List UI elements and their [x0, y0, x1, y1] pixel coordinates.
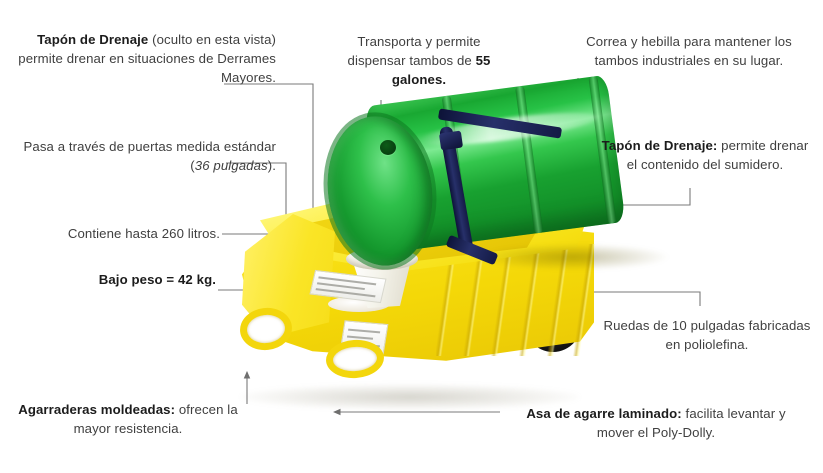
callout-wheels: Ruedas de 10 pulgadas fabricadas en poli… [600, 316, 814, 354]
green-drum [314, 74, 668, 277]
callout-low-weight: Bajo peso = 42 kg. [20, 270, 216, 289]
callout-doorway-clearance-measure: 36 pulgadas [194, 158, 268, 173]
drum-contact-shadow [478, 244, 668, 270]
callout-drain-plug-hidden-text: (oculto en esta vista) permite drenar en… [18, 32, 276, 85]
ground-shadow [240, 384, 580, 410]
callout-sump-drain-plug-text: permite drenar el contenido del sumidero… [626, 138, 809, 172]
callout-drain-plug-hidden-bold: Tapón de Drenaje [37, 32, 149, 47]
callout-transport-dispense-pre: Transporta y permite dispensar tambos de [347, 34, 481, 68]
callout-wheels-text: Ruedas de 10 pulgadas fabricadas en poli… [603, 318, 811, 352]
callout-laminated-grip-handle: Asa de agarre laminado: facilita levanta… [506, 404, 806, 442]
callout-strap-buckle-text: Correa y hebilla para mantener los tambo… [586, 34, 792, 68]
strap-buckle [438, 130, 464, 151]
callout-laminated-grip-handle-bold: Asa de agarre laminado: [526, 406, 682, 421]
callout-capacity-liters-text: Contiene hasta 260 litros. [67, 226, 220, 241]
callout-molded-handles-bold: Agarraderas moldeadas: [18, 402, 176, 417]
callout-capacity-liters: Contiene hasta 260 litros. [20, 224, 220, 243]
callout-laminated-grip-handle-text: facilita levantar y mover el Poly-Dolly. [596, 406, 786, 440]
callout-low-weight-text: Bajo peso = 42 kg. [98, 272, 216, 287]
callout-strap-buckle: Correa y hebilla para mantener los tambo… [564, 32, 814, 70]
drum-rolling-hoop [515, 85, 544, 234]
callout-doorway-clearance-post: ). [267, 158, 276, 173]
callout-molded-handles-text: ofrecen la mayor resistencia. [73, 402, 238, 436]
callout-molded-handles: Agarraderas moldeadas: ofrecen la mayor … [12, 400, 244, 438]
drum-bung-plug [380, 140, 396, 155]
poly-dolly-product-illustration [200, 74, 668, 426]
callout-transport-dispense: Transporta y permite dispensar tambos de… [340, 32, 498, 89]
callout-doorway-clearance: Pasa a través de puertas medida estándar… [18, 137, 276, 175]
callout-drain-plug-hidden: Tapón de Drenaje (oculto en esta vista) … [14, 30, 276, 87]
callout-doorway-clearance-pre: Pasa a través de puertas medida estándar… [23, 139, 276, 173]
callout-sump-drain-plug-bold: Tapón de Drenaje: [601, 138, 718, 153]
callout-sump-drain-plug: Tapón de Drenaje: permite drenar el cont… [596, 136, 814, 174]
callout-transport-dispense-bold: 55 galones. [391, 53, 491, 87]
